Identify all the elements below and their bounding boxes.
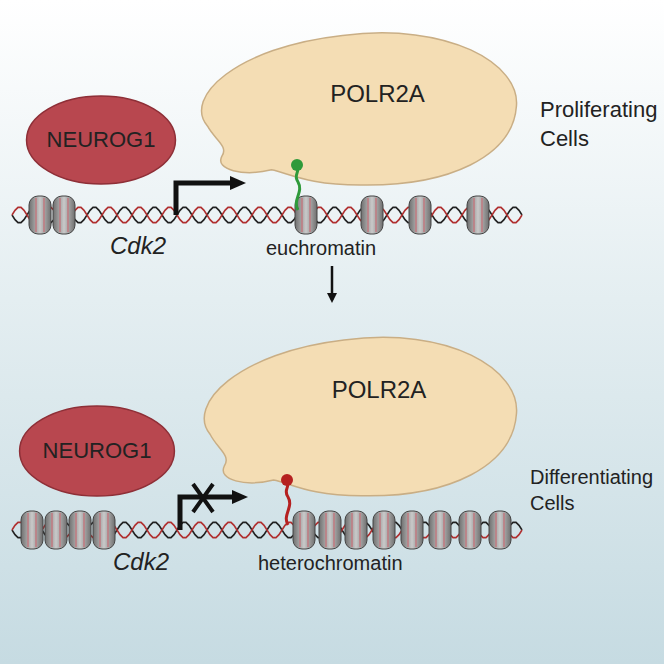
gene-name: Cdk2 [110,230,166,261]
nucleosome [401,511,423,549]
dna-helix [12,207,522,537]
node-label: POLR2A [332,376,427,404]
nucleosome [21,511,43,549]
nucleosome [409,196,431,234]
state-label: Proliferating Cells [540,96,658,153]
rna-tail [286,483,290,525]
polymerase-shape: POLR2A [165,22,520,190]
promoter-arrow [180,497,240,530]
nucleosome [467,196,489,234]
nucleosome [93,511,115,549]
nucleosomes [21,196,511,549]
dna-strand [12,207,522,222]
nucleosome [293,511,315,549]
nucleosome [45,511,67,549]
nucleosome [459,511,481,549]
polymerase-shape: POLR2A [168,326,520,501]
node-outline [168,326,520,501]
node-label: NEUROG1 [43,438,152,464]
nucleosome [373,511,395,549]
nucleosome [295,196,317,234]
nucleosome [429,511,451,549]
nucleosome [345,511,367,549]
promoter-arrow [176,183,238,215]
factor-ellipse: NEUROG1 [18,405,176,497]
node-label: POLR2A [330,80,425,108]
nucleosome [361,196,383,234]
rna-tail [296,168,300,210]
node-label: NEUROG1 [47,127,156,153]
nucleosome [319,511,341,549]
state-label: euchromatin [266,235,376,261]
dna-strand [12,207,522,222]
transition-arrow [331,266,334,300]
factor-ellipse: NEUROG1 [25,95,177,185]
phospho-mark [291,159,303,171]
nucleosome [29,196,51,234]
nucleosome [69,511,91,549]
state-label: Differentiating Cells [530,464,658,516]
nucleosome [53,196,75,234]
block-cross [193,484,213,512]
nucleosome [489,511,511,549]
gene-name: Cdk2 [113,546,169,577]
state-label: heterochromatin [258,550,403,576]
phospho-mark [281,474,293,486]
